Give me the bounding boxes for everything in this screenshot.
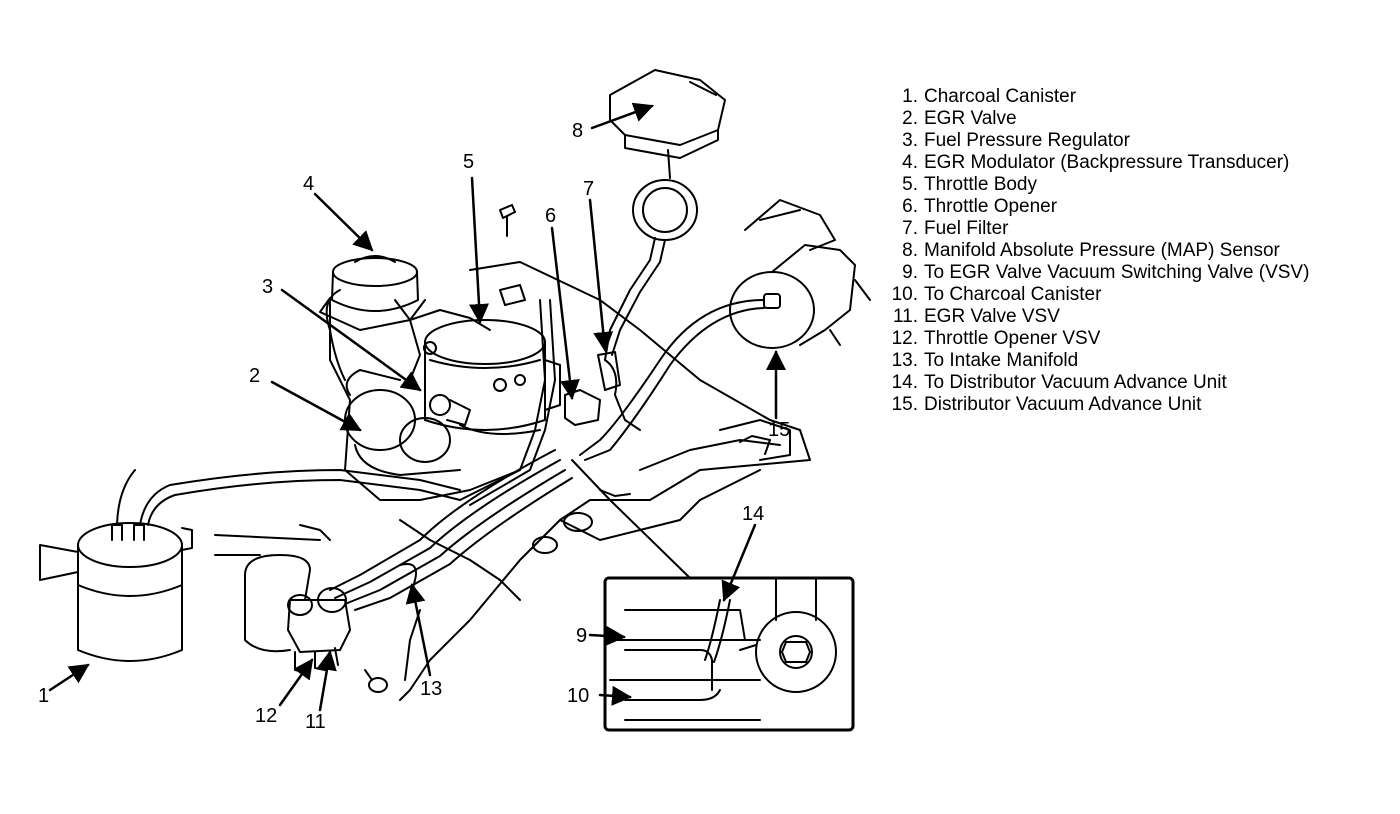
legend-item-label: To Distributor Vacuum Advance Unit xyxy=(924,372,1227,393)
vacuum-hoses xyxy=(214,299,573,611)
legend-item-label: To Charcoal Canister xyxy=(924,284,1102,305)
callout-13: 13 xyxy=(420,678,442,700)
callout-arrows xyxy=(48,102,786,712)
legend-item: 12. Throttle Opener VSV xyxy=(880,328,1380,350)
legend-item: 9. To EGR Valve Vacuum Switching Valve (V… xyxy=(880,262,1380,284)
legend-item-label: Throttle Body xyxy=(924,174,1037,195)
legend-item: 1. Charcoal Canister xyxy=(880,86,1380,108)
legend-item-label: Charcoal Canister xyxy=(924,86,1077,107)
egr-modulator xyxy=(319,255,426,381)
legend-item-number: 7. xyxy=(902,218,918,239)
callout-1: 1 xyxy=(38,685,49,707)
legend-item: 15. Distributor Vacuum Advance Unit xyxy=(880,394,1380,416)
legend-item: 7. Fuel Filter xyxy=(880,218,1380,240)
legend-item: 10. To Charcoal Canister xyxy=(880,284,1380,306)
throttle-body xyxy=(394,284,561,431)
legend-item-number: 9. xyxy=(902,262,918,283)
legend-item-label: To EGR Valve Vacuum Switching Valve (VSV… xyxy=(924,262,1310,283)
legend-item-number: 14. xyxy=(891,372,918,393)
legend-item: 13. To Intake Manifold xyxy=(880,350,1380,372)
legend-item-number: 1. xyxy=(902,86,918,107)
legend-item: 2. EGR Valve xyxy=(880,108,1380,130)
legend-item-label: Throttle Opener VSV xyxy=(924,328,1101,349)
legend-item-label: Manifold Absolute Pressure (MAP) Sensor xyxy=(924,240,1280,261)
bolt xyxy=(499,204,516,237)
charcoal-canister xyxy=(39,469,461,662)
legend-item-label: EGR Valve xyxy=(924,108,1017,129)
vsv-assembly xyxy=(244,554,388,693)
legend-item: 5. Throttle Body xyxy=(880,174,1380,196)
callout-4: 4 xyxy=(303,173,314,195)
legend: 1. Charcoal Canister 2. EGR Valve 3. Fuel Pre… xyxy=(880,86,1380,416)
legend-item: 14. To Distributor Vacuum Advance Unit xyxy=(880,372,1380,394)
legend-item-number: 4. xyxy=(902,152,918,173)
legend-item: 4. EGR Modulator (Backpressure Transducer… xyxy=(880,152,1380,174)
legend-item-label: Throttle Opener xyxy=(924,196,1058,217)
callout-9: 9 xyxy=(576,625,587,647)
egr-valve xyxy=(344,369,541,476)
callout-14: 14 xyxy=(742,503,764,525)
legend-item-number: 8. xyxy=(902,240,918,261)
legend-item-number: 3. xyxy=(902,130,918,151)
callout-11: 11 xyxy=(305,711,326,733)
legend-item-number: 10. xyxy=(891,284,918,305)
legend-item-label: Distributor Vacuum Advance Unit xyxy=(924,394,1202,415)
legend-item-number: 13. xyxy=(891,350,918,371)
legend-item: 6. Throttle Opener xyxy=(880,196,1380,218)
legend-item: 3. Fuel Pressure Regulator xyxy=(880,130,1380,152)
legend-item-number: 15. xyxy=(891,394,918,415)
callout-10: 10 xyxy=(567,685,589,707)
callout-8: 8 xyxy=(572,120,583,142)
callout-labels: 1 2 3 4 5 6 7 8 9 10 11 12 13 14 15 xyxy=(38,120,790,733)
callout-6: 6 xyxy=(545,205,556,227)
legend-item-label: To Intake Manifold xyxy=(924,350,1079,371)
legend-item-label: Fuel Filter xyxy=(924,218,1009,239)
throttle-opener xyxy=(564,351,641,431)
legend-item: 11. EGR Valve VSV xyxy=(880,306,1380,328)
legend-item: 8. Manifold Absolute Pressure (MAP) Senso… xyxy=(880,240,1380,262)
callout-2: 2 xyxy=(249,365,260,387)
legend-item-number: 6. xyxy=(902,196,918,217)
intake-manifold xyxy=(329,261,811,701)
callout-7: 7 xyxy=(583,178,594,200)
callout-5: 5 xyxy=(463,151,474,173)
legend-item-label: Fuel Pressure Regulator xyxy=(924,130,1130,151)
callout-12: 12 xyxy=(255,705,277,727)
legend-item-number: 12. xyxy=(891,328,918,349)
legend-item-number: 5. xyxy=(902,174,918,195)
distributor-vacuum-advance xyxy=(579,199,871,461)
legend-item-label: EGR Modulator (Backpressure Transducer) xyxy=(924,152,1290,173)
callout-3: 3 xyxy=(262,276,273,298)
detail-inset xyxy=(571,459,855,732)
legend-item-number: 11. xyxy=(892,306,918,327)
legend-item-label: EGR Valve VSV xyxy=(924,306,1060,327)
callout-15: 15 xyxy=(768,419,790,441)
legend-item-number: 2. xyxy=(902,108,918,129)
